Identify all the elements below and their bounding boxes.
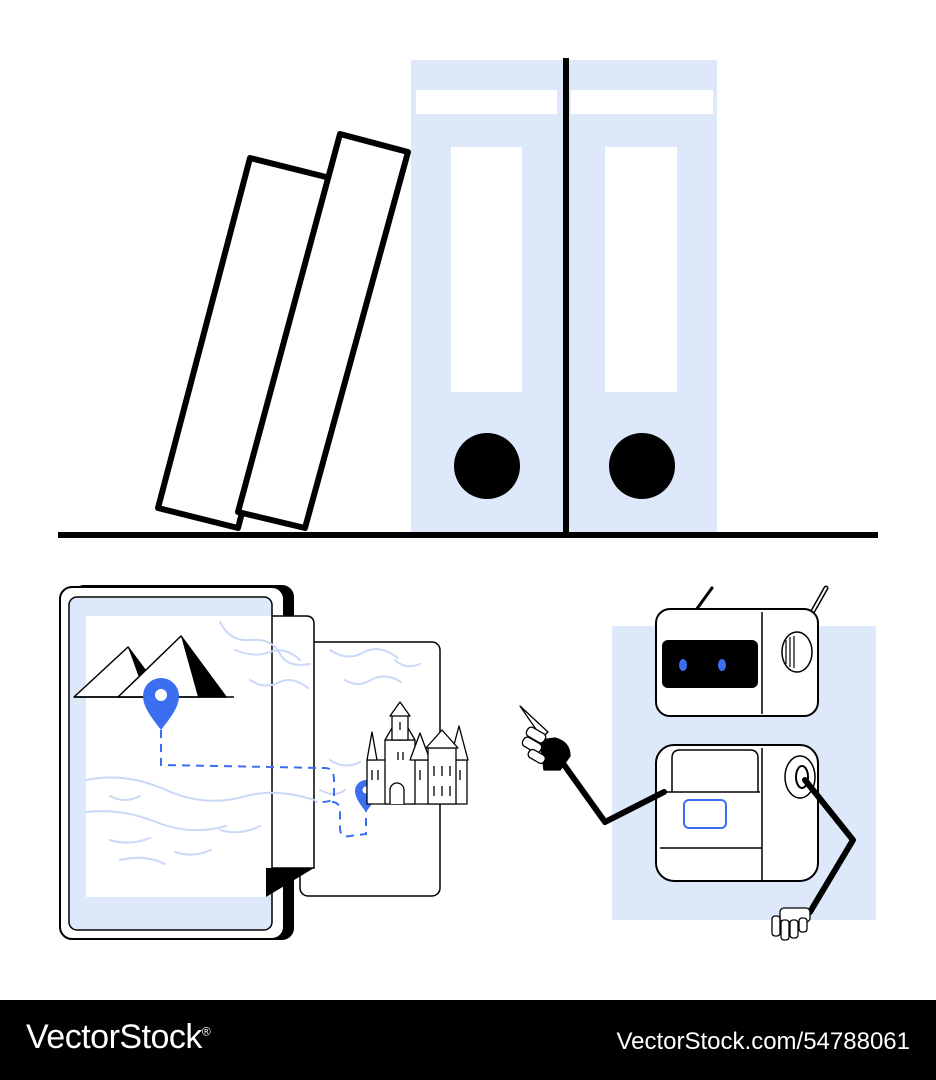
illustration [58, 58, 878, 941]
book-icon [235, 131, 411, 531]
map-pin-icon [143, 678, 179, 730]
bookshelf [58, 58, 878, 538]
tablet-map [59, 585, 469, 940]
image-id-label: VectorStock.com/54788061 [616, 1028, 910, 1055]
binder-icon [411, 60, 564, 533]
brand-name: VectorStock [26, 1018, 202, 1056]
brand-logo: VectorStock® [26, 1018, 211, 1057]
book-icon [155, 155, 333, 531]
brand-trademark: ® [201, 1024, 211, 1039]
watermark-footer: VectorStock® VectorStock.com/54788061 [0, 1000, 936, 1080]
robot-icon [519, 585, 876, 941]
binder-icon [567, 60, 717, 533]
castle-icon [366, 701, 469, 805]
